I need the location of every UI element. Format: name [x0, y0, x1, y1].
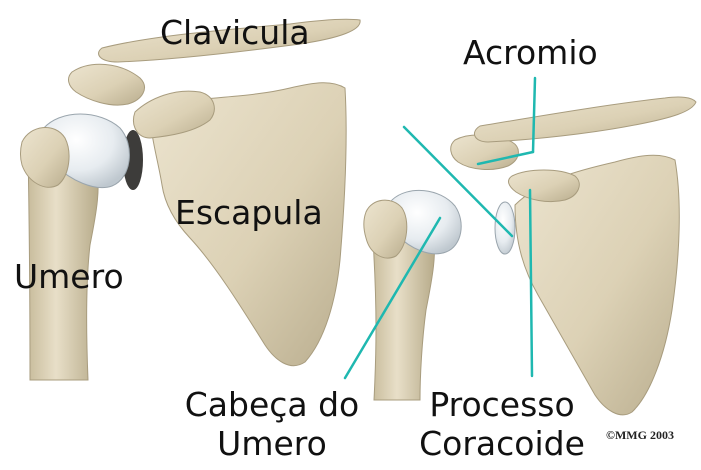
label-cabeca-do-umero: Cabeça do Umero [172, 388, 372, 460]
label-umero: Umero [14, 260, 124, 293]
label-processo-line2: Coracoide [402, 427, 602, 460]
acromio-leader-vertical [533, 78, 535, 152]
right-coracoid [509, 170, 580, 202]
label-acromio: Acromio [463, 36, 598, 69]
label-clavicula: Clavicula [160, 16, 310, 49]
label-cabeca-line2: Umero [172, 427, 372, 460]
copyright-text: ©MMG 2003 [606, 428, 674, 443]
label-cabeca-line1: Cabeça do [172, 388, 372, 421]
right-greater-tubercle [364, 200, 407, 258]
label-processo-coracoide: Processo Coracoide [402, 388, 602, 460]
left-greater-tubercle [21, 127, 70, 187]
label-escapula: Escapula [175, 196, 323, 229]
left-coracoid [69, 64, 145, 105]
right-clavicle [474, 97, 696, 142]
label-processo-line1: Processo [402, 388, 602, 421]
